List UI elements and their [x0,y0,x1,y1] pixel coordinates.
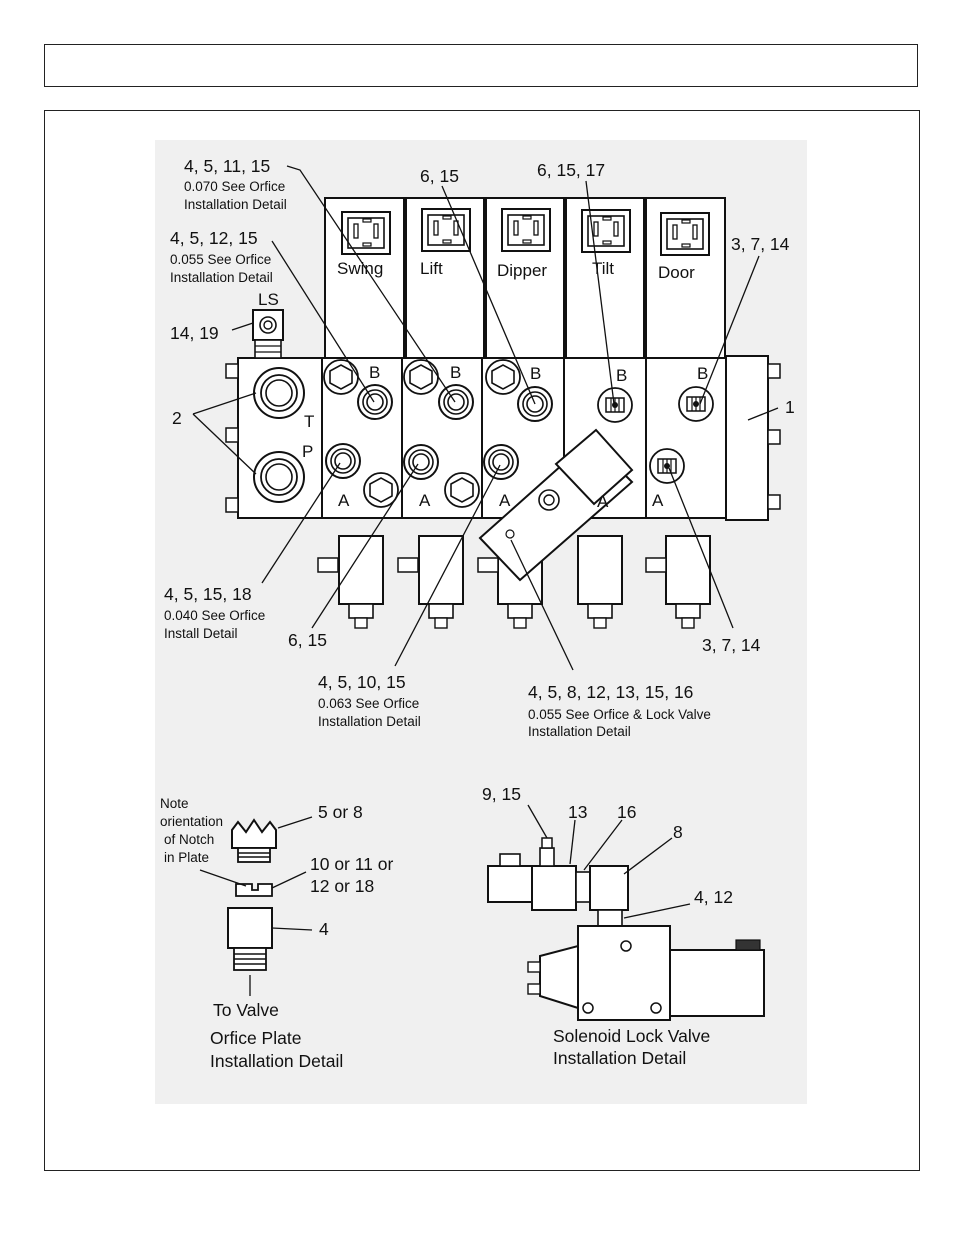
lock-detail-title-line1: Solenoid Lock Valve [553,1026,710,1046]
orifice-detail-title-line2: Installation Detail [210,1051,343,1071]
port-label-b-door: B [697,364,708,383]
valve-sections [321,357,727,519]
port-label-b-lift: B [450,363,461,382]
orifice-plate-detail [199,816,313,996]
callout-install-detail-4: Installation Detail [318,714,421,729]
orifice-detail-title-line1: Orfice Plate [210,1028,301,1048]
callout-4-5-12-15: 4, 5, 12, 15 [170,228,258,248]
inlet-block [225,309,323,519]
section-label-swing: Swing [337,259,383,278]
port-label-a-tilt: A [597,492,609,511]
callout-install-detail-3: Install Detail [164,626,238,641]
section-label-door: Door [658,263,695,282]
orifice-note-line1: Note [160,796,189,811]
callout-4-5-15-18: 4, 5, 15, 18 [164,584,252,604]
lock-detail-title-line2: Installation Detail [553,1048,686,1068]
lock-part-8: 8 [673,822,683,842]
port-label-a-dipper: A [499,491,511,510]
orifice-part-body: 4 [319,919,329,939]
port-label-a-door: A [652,491,664,510]
port-label-b-tilt: B [616,366,627,385]
callout-orifice-0-070: 0.070 See Orfice [184,179,285,194]
callout-orifice-lock-0-055: 0.055 See Orfice & Lock Valve [528,707,711,722]
end-block [725,355,781,521]
callout-install-detail-5: Installation Detail [528,724,631,739]
callout-orifice-0-055: 0.055 See Orfice [170,252,271,267]
header-box [44,44,918,87]
orifice-part-cap: 5 or 8 [318,802,363,822]
port-label-b-dipper: B [530,364,541,383]
callout-3-7-14-bottom: 3, 7, 14 [702,635,761,655]
lock-part-9-15: 9, 15 [482,784,521,804]
callout-install-detail-1: Installation Detail [184,197,287,212]
orifice-note-line4: in Plate [164,850,209,865]
callout-14-19: 14, 19 [170,323,219,343]
orifice-note-line3: of Notch [164,832,214,847]
callout-6-15-bottom: 6, 15 [288,630,327,650]
lock-valve-on-assembly [478,428,634,582]
lock-part-4-12: 4, 12 [694,887,733,907]
section-label-lift: Lift [420,259,443,278]
lock-part-13: 13 [568,802,587,822]
section-label-dipper: Dipper [497,261,547,280]
callout-2: 2 [172,408,182,428]
orifice-to-valve: To Valve [213,1000,279,1020]
solenoid-lock-valve-detail [487,804,765,1021]
callout-1: 1 [785,397,795,417]
port-label-ls: LS [258,290,279,309]
callout-orifice-0-040: 0.040 See Orfice [164,608,265,623]
lower-spools [317,535,711,629]
callout-4-5-11-15: 4, 5, 11, 15 [184,156,270,176]
port-label-t: T [304,412,314,431]
callout-4-5-8-12-13-15-16: 4, 5, 8, 12, 13, 15, 16 [528,682,693,702]
callout-6-15-top: 6, 15 [420,166,459,186]
main-box [44,110,920,1171]
port-label-b-swing: B [369,363,380,382]
callout-3-7-14-top: 3, 7, 14 [731,234,790,254]
callout-orifice-0-063: 0.063 See Orfice [318,696,419,711]
port-label-p: P [302,442,313,461]
section-label-tilt: Tilt [592,259,614,278]
orifice-part-plate-line1: 10 or 11 or [310,854,394,874]
port-label-a-lift: A [419,491,431,510]
callout-4-5-10-15: 4, 5, 10, 15 [318,672,406,692]
leader-lines [192,165,779,671]
lock-part-16: 16 [617,802,636,822]
port-label-a-swing: A [338,491,350,510]
orifice-part-plate-line2: 12 or 18 [310,876,374,896]
callout-install-detail-2: Installation Detail [170,270,273,285]
orifice-note-line2: orientation [160,814,223,829]
callout-6-15-17: 6, 15, 17 [537,160,605,180]
